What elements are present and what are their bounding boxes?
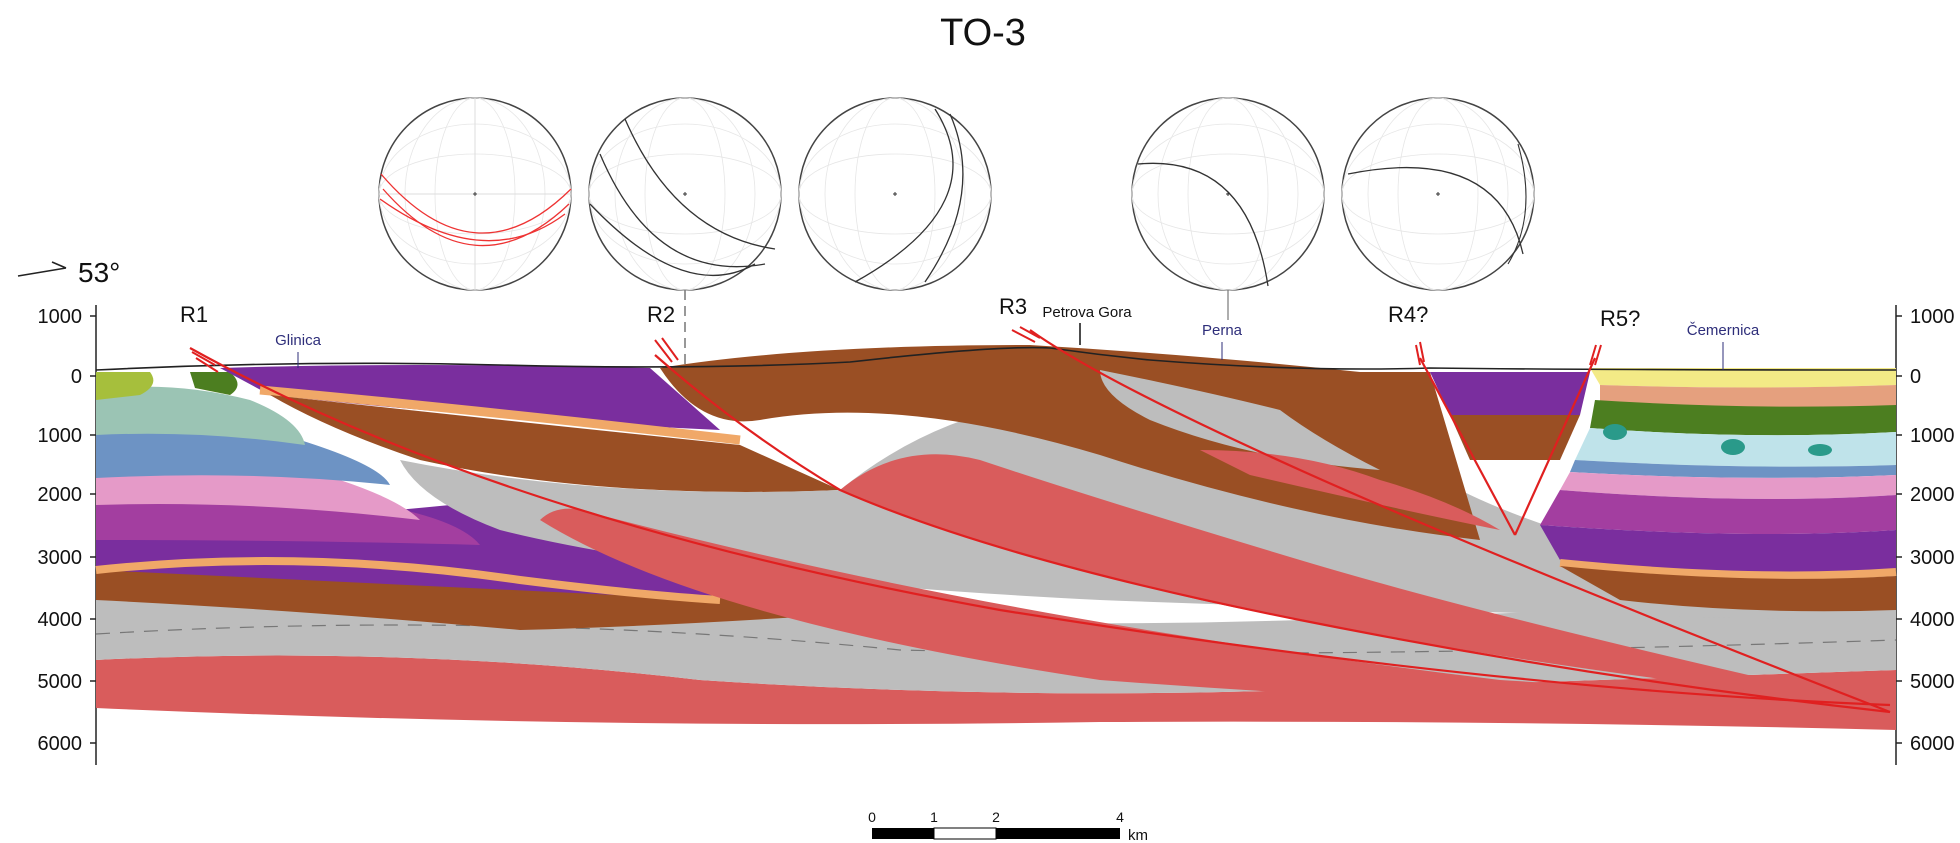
unit-red-basement	[96, 655, 1896, 730]
left-tick-0: 1000	[38, 306, 83, 328]
fault-label-r3: R3	[999, 294, 1027, 319]
right-tick-7: 6000	[1910, 733, 1955, 755]
stereonet-3	[798, 97, 992, 291]
left-tick-3: 2000	[38, 484, 83, 506]
right-tick-6: 5000	[1910, 671, 1955, 693]
topography-line	[95, 346, 1897, 371]
unit-red-slice-2	[840, 454, 1880, 705]
unit-blue-left	[96, 426, 390, 485]
section-title: TO-3	[940, 12, 1026, 54]
unit-purple-upper	[220, 365, 720, 430]
fault-arrows	[191, 326, 1602, 373]
unit-green-left	[96, 372, 154, 400]
unit-green-right	[1590, 400, 1896, 436]
stereonet-1	[378, 97, 572, 291]
unit-pink-left	[96, 464, 420, 520]
scale-tick-0: 0	[868, 809, 876, 825]
stereonet-4	[1131, 97, 1325, 291]
right-tick-1: 0	[1910, 366, 1921, 388]
left-tick-7: 6000	[38, 733, 83, 755]
depth-axis-left: 1000 0 1000 2000 3000 4000 5000 6000	[38, 305, 97, 765]
left-tick-1: 0	[71, 366, 82, 388]
place-petrova-gora: Petrova Gora	[1042, 304, 1132, 321]
stereonet-5	[1341, 97, 1535, 291]
unit-red-slice-3	[1200, 450, 1500, 530]
unit-brown-hangingwall	[270, 395, 840, 492]
right-tick-4: 3000	[1910, 547, 1955, 569]
orientation-indicator: 53°	[17, 257, 120, 288]
stereonets	[378, 97, 1535, 368]
right-tick-5: 4000	[1910, 609, 1955, 631]
fault-label-r4: R4?	[1388, 302, 1428, 327]
stereonet-2	[588, 97, 782, 291]
scale-tick-2: 2	[992, 809, 1000, 825]
unit-yellow-right	[1590, 368, 1896, 388]
unit-purple-right	[1430, 372, 1590, 415]
scale-unit: km	[1128, 827, 1148, 843]
scale-tick-4: 4	[1116, 809, 1124, 825]
scale-tick-1: 1	[930, 809, 938, 825]
place-cemernica: Čemernica	[1687, 322, 1760, 339]
orientation-arrow-icon	[17, 261, 67, 277]
geologic-section	[95, 326, 1897, 730]
left-tick-6: 5000	[38, 671, 83, 693]
fault-label-r2: R2	[647, 302, 675, 327]
right-tick-3: 2000	[1910, 484, 1955, 506]
right-tick-0: 1000	[1910, 306, 1955, 328]
fault-lines	[189, 329, 1891, 714]
orientation-label: 53°	[78, 257, 120, 288]
left-tick-5: 4000	[38, 609, 83, 631]
left-tick-2: 1000	[38, 425, 83, 447]
left-tick-4: 3000	[38, 547, 83, 569]
unit-teal-left	[96, 386, 305, 445]
place-perna: Perna	[1202, 322, 1243, 339]
unit-red-slice-1	[540, 508, 1880, 712]
scale-bar: 0 1 2 4 km	[868, 809, 1148, 843]
place-glinica: Glinica	[275, 332, 322, 349]
fault-label-r5: R5?	[1600, 306, 1640, 331]
depth-axis-right: 1000 0 1000 2000 3000 4000 5000 6000	[1895, 305, 1955, 765]
fault-label-r1: R1	[180, 302, 208, 327]
right-tick-2: 1000	[1910, 425, 1955, 447]
unit-brown-top	[660, 345, 1480, 540]
place-labels: Glinica Petrova Gora Perna Čemernica	[275, 304, 1760, 370]
